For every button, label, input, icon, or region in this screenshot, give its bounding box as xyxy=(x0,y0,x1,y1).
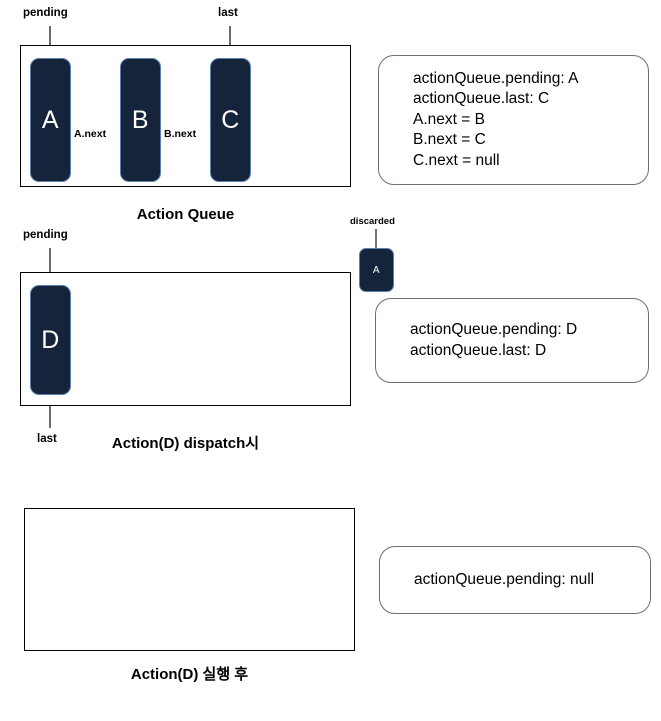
edge-label-a-next: A.next xyxy=(74,128,107,140)
caption-action-queue: Action Queue xyxy=(136,206,235,223)
caption-action-dispatch: Action(D) dispatch시 xyxy=(111,435,260,452)
action-queue-frame-initial xyxy=(20,45,351,187)
action-node-b: B xyxy=(120,58,161,182)
note-box-initial: actionQueue.pending: A actionQueue.last:… xyxy=(378,55,649,185)
discarded-label: discarded xyxy=(350,216,395,227)
action-node-d: D xyxy=(30,285,71,395)
action-queue-frame-after xyxy=(24,508,355,651)
action-node-a: A xyxy=(30,58,71,182)
action-node-b-label: B xyxy=(131,105,150,134)
edge-label-b-next: B.next xyxy=(164,128,197,140)
action-queue-frame-dispatch xyxy=(20,272,351,406)
pointer-label-pending-dispatch: pending xyxy=(23,229,68,241)
action-node-a-label: A xyxy=(41,105,60,134)
pointer-label-last-initial: last xyxy=(218,7,238,19)
note-text-initial: actionQueue.pending: A actionQueue.last:… xyxy=(413,69,579,169)
action-node-d-label: D xyxy=(41,325,60,354)
note-box-dispatch: actionQueue.pending: D actionQueue.last:… xyxy=(375,298,649,383)
note-text-after: actionQueue.pending: null xyxy=(414,570,595,588)
action-node-c-label: C xyxy=(221,105,240,134)
note-box-after: actionQueue.pending: null xyxy=(379,546,651,614)
action-node-c: C xyxy=(210,58,251,182)
discarded-node-a-label: A xyxy=(372,264,381,276)
pointer-label-last-dispatch: last xyxy=(37,433,57,445)
pointer-label-pending-initial: pending xyxy=(23,7,68,19)
discarded-node-a: A xyxy=(359,248,394,292)
note-text-dispatch: actionQueue.pending: D actionQueue.last:… xyxy=(410,321,578,359)
caption-action-after: Action(D) 실행 후 xyxy=(130,666,249,683)
